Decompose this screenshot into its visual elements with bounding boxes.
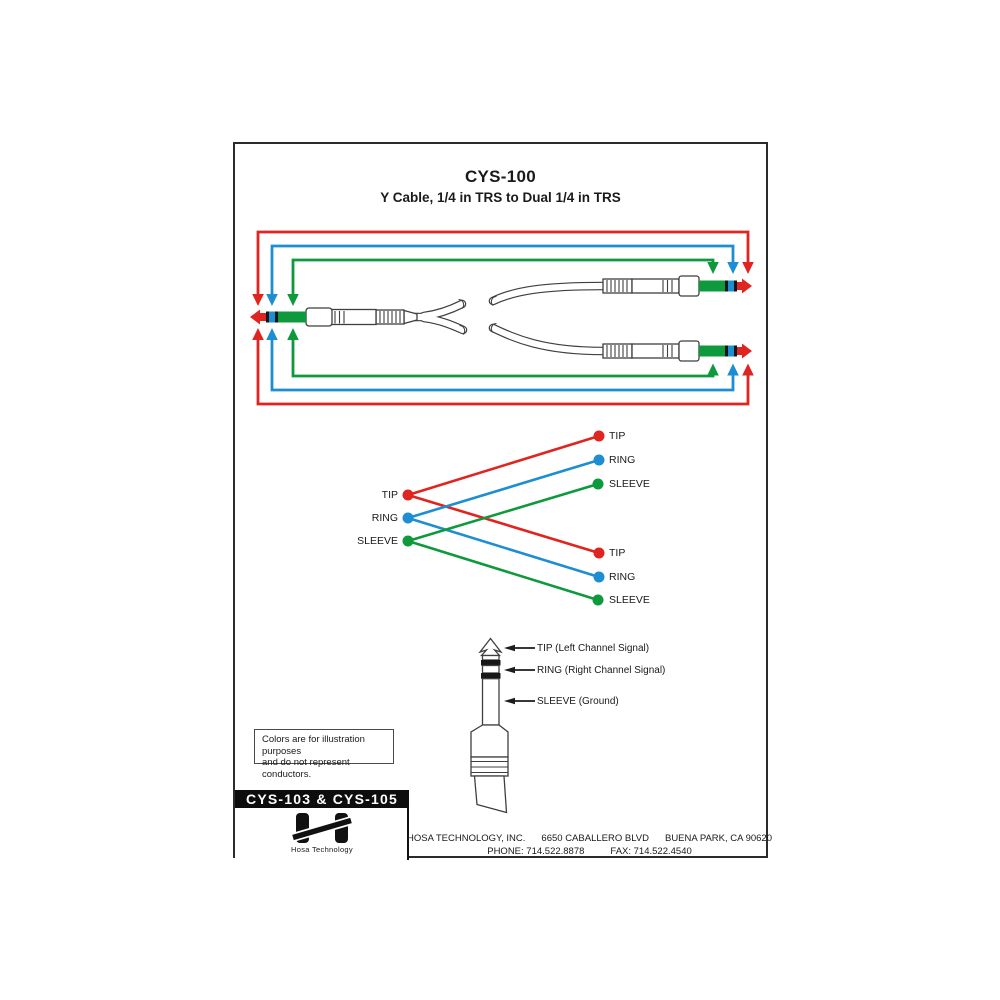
sleeve-pointer-arrow	[504, 697, 535, 705]
logo-box	[235, 808, 409, 860]
bottom-tip-label: TIP	[609, 547, 626, 559]
top-sleeve-label: SLEEVE	[609, 478, 650, 490]
page-subtitle: Y Cable, 1/4 in TRS to Dual 1/4 in TRS	[380, 190, 621, 205]
footer-phone: PHONE: 714.522.8878	[487, 846, 585, 857]
note-line-2: and do not represent conductors.	[262, 757, 350, 780]
top-plug-tip	[737, 278, 752, 294]
sleeve-wire-arrowheads	[287, 262, 719, 376]
connector-tip-label: TIP (Left Channel Signal)	[537, 643, 650, 654]
left-plug-tip	[250, 309, 266, 325]
footer-company: HOSA TECHNOLOGY, INC.	[406, 833, 526, 844]
source-tip-label: TIP	[381, 489, 398, 501]
source-ring-dot	[402, 512, 414, 524]
connector-ring-label: RING (Right Channel Signal)	[537, 665, 666, 676]
footer-address: 6650 CABALLERO BLVD	[541, 833, 649, 844]
top-plug-ring	[728, 280, 734, 292]
sleeve-connections	[407, 482, 599, 602]
page-title: CYS-100	[464, 167, 537, 186]
document-frame: CYS-100 Y Cable, 1/4 in TRS to Dual 1/4 …	[233, 142, 772, 860]
note-line-1: Colors are for illustration purposes	[262, 734, 365, 757]
source-sleeve-dot	[402, 535, 414, 547]
bottom-sleeve-dot	[592, 594, 604, 606]
footer-fax: FAX: 714.522.4540	[610, 846, 692, 857]
left-trs-plug	[250, 307, 418, 327]
color-disclaimer-note: Colors are for illustration purposes and…	[254, 729, 394, 780]
cable-strands	[410, 281, 608, 356]
logo-caption: Hosa Technology	[291, 845, 353, 854]
ring-insulator-band-2	[481, 673, 501, 679]
trs-plug-drawing	[470, 637, 509, 814]
top-tip-label: TIP	[609, 430, 626, 442]
ring-pointer-arrow	[504, 666, 535, 674]
bottom-plug-ring	[728, 345, 734, 357]
ring-insulator-band-1	[481, 660, 501, 666]
source-ring-label: RING	[371, 512, 398, 524]
bottom-ring-label: RING	[609, 571, 636, 583]
ring-connections	[407, 458, 600, 579]
related-models-bar: CYS-103 & CYS-105	[235, 790, 409, 808]
bottom-plug-tip	[737, 343, 752, 359]
sleeve-wire-loop	[291, 258, 715, 378]
pinout-crossing-diagram	[402, 430, 605, 606]
connector-sleeve-label: SLEEVE (Ground)	[537, 696, 619, 707]
tip-wire-arrowheads	[252, 262, 754, 376]
bottom-plug-sleeve	[699, 345, 725, 357]
footer-city: BUENA PARK, CA 90620	[664, 833, 773, 844]
footer-contact: HOSA TECHNOLOGY, INC. 6650 CABALLERO BLV…	[407, 833, 772, 857]
ring-wire-loop	[270, 244, 735, 392]
footer-line-1: HOSA TECHNOLOGY, INC. 6650 CABALLERO BLV…	[407, 833, 772, 844]
bottom-ring-dot	[593, 571, 605, 583]
bottom-sleeve-label: SLEEVE	[609, 594, 650, 606]
left-plug-ring	[269, 311, 275, 323]
source-sleeve-label: SLEEVE	[357, 535, 398, 547]
ring-wire-arrowheads	[266, 262, 739, 376]
right-trs-plug-top	[602, 275, 752, 297]
top-tip-dot	[593, 430, 605, 442]
left-plug-sleeve	[278, 311, 306, 323]
tip-wire-loop	[256, 230, 750, 406]
hosa-logo-icon	[289, 813, 355, 843]
top-ring-label: RING	[609, 454, 636, 466]
cable-loop-diagram	[250, 230, 754, 406]
tip-pointer-arrow	[504, 644, 535, 652]
top-ring-dot	[593, 454, 605, 466]
trs-connector-anatomy	[470, 637, 535, 814]
top-sleeve-dot	[592, 478, 604, 490]
right-trs-plug-bottom	[602, 340, 752, 362]
source-tip-dot	[402, 489, 414, 501]
bottom-tip-dot	[593, 547, 605, 559]
top-plug-sleeve	[699, 280, 725, 292]
tip-connections	[407, 434, 600, 555]
footer-line-2: PHONE: 714.522.8878 FAX: 714.522.4540	[411, 846, 768, 857]
